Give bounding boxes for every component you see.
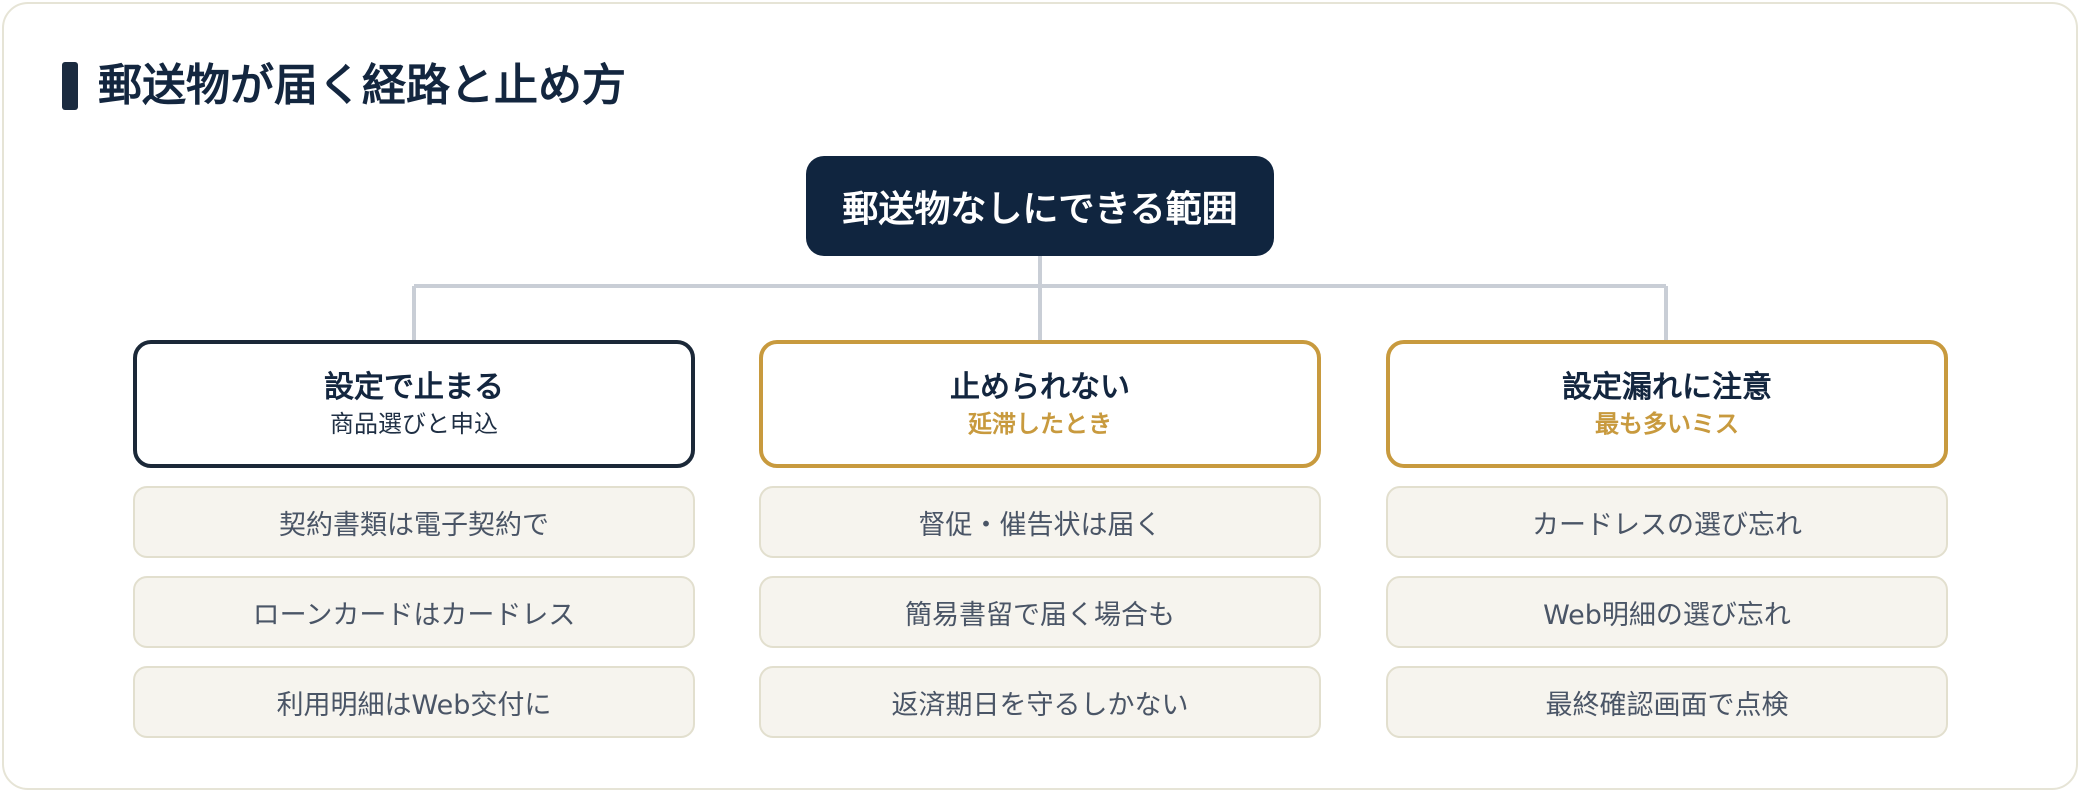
list-item: ローンカードはカードレス <box>133 576 695 648</box>
list-item: 督促・催告状は届く <box>759 486 1321 558</box>
page-title: 郵送物が届く経路と止め方 <box>98 60 626 111</box>
category-node-settings: 設定で止まる 商品選びと申込 <box>133 340 695 468</box>
root-node: 郵送物なしにできる範囲 <box>806 156 1274 256</box>
list-item: 簡易書留で届く場合も <box>759 576 1321 648</box>
list-item: 最終確認画面で点検 <box>1386 666 1948 738</box>
category-node-caution: 設定漏れに注意 最も多いミス <box>1386 340 1948 468</box>
category-node-unstoppable: 止められない 延滞したとき <box>759 340 1321 468</box>
category-title: 止められない <box>950 370 1130 405</box>
list-item: 利用明細はWeb交付に <box>133 666 695 738</box>
category-title: 設定で止まる <box>324 370 504 405</box>
title-accent-bar <box>62 62 78 110</box>
category-subtitle: 延滞したとき <box>968 410 1112 438</box>
list-item: 返済期日を守るしかない <box>759 666 1321 738</box>
category-subtitle: 商品選びと申込 <box>330 410 498 438</box>
category-title: 設定漏れに注意 <box>1562 370 1772 405</box>
category-subtitle: 最も多いミス <box>1595 410 1739 438</box>
list-item: 契約書類は電子契約で <box>133 486 695 558</box>
list-item: カードレスの選び忘れ <box>1386 486 1948 558</box>
list-item: Web明細の選び忘れ <box>1386 576 1948 648</box>
